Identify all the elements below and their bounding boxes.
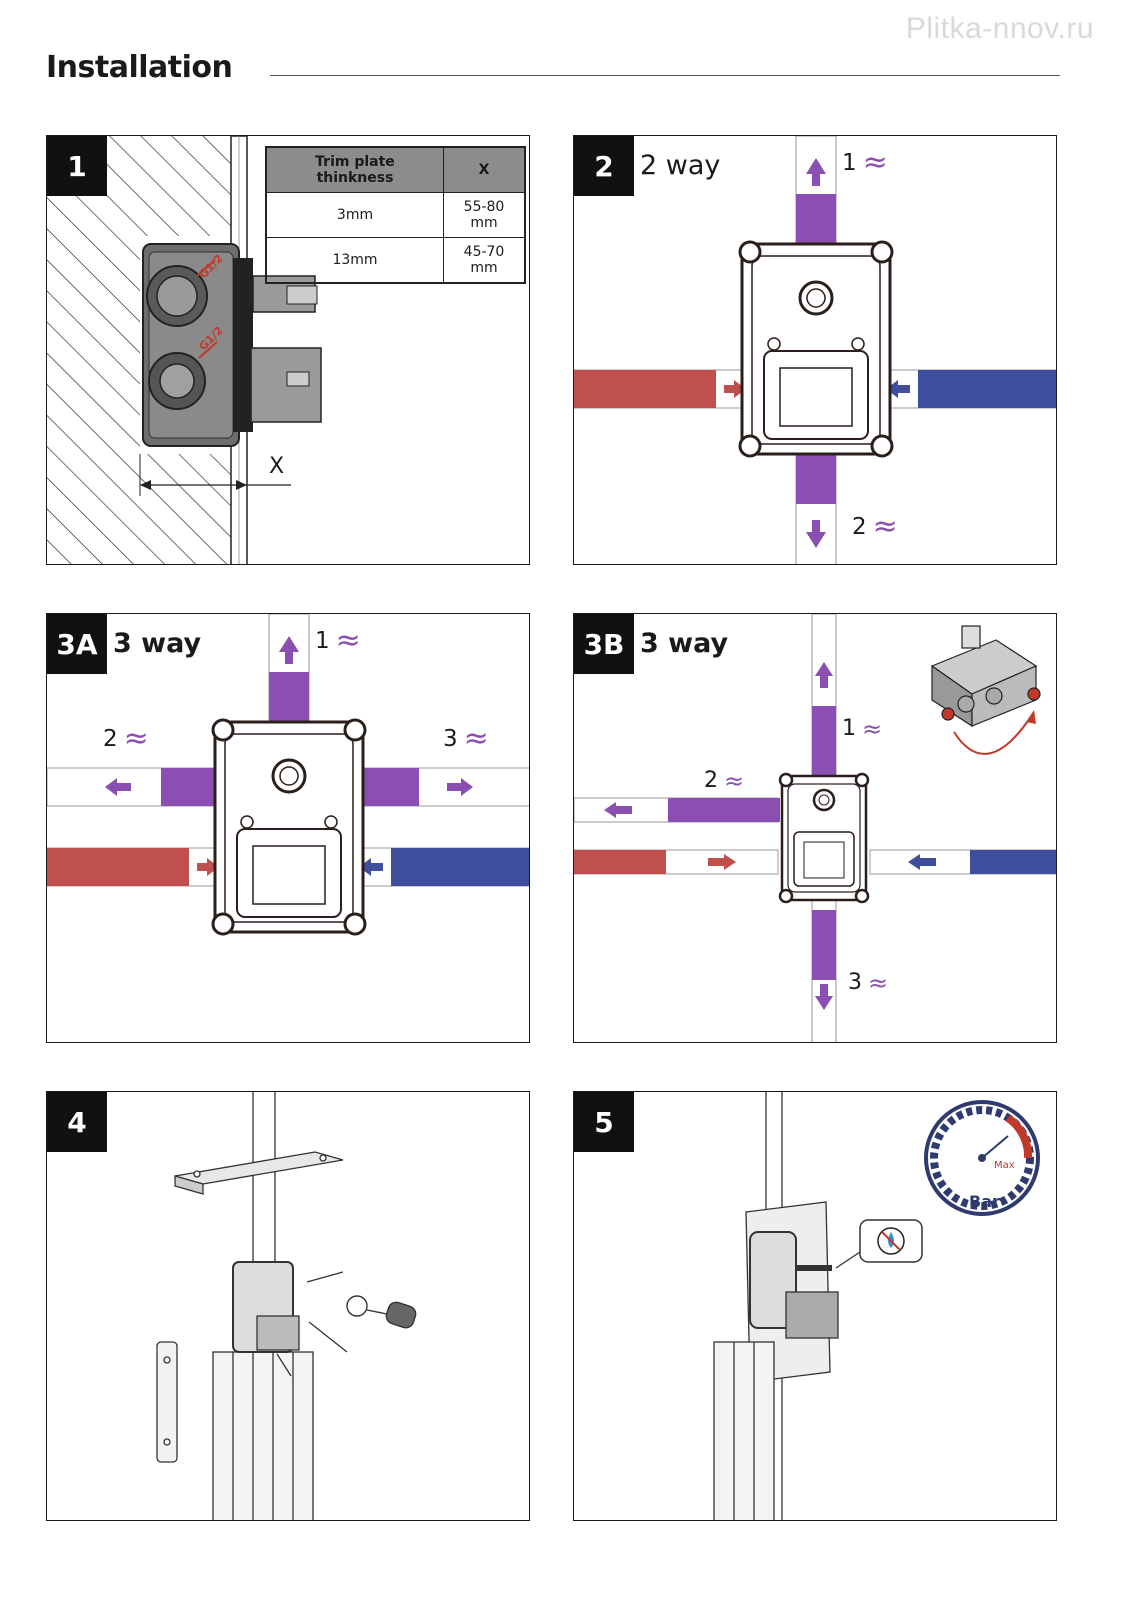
iso-valve-icon <box>930 625 1041 728</box>
valve-body-icon <box>778 772 870 904</box>
flow-arrow-icon <box>815 984 833 1010</box>
step-number: 3A <box>47 614 107 674</box>
flow-arrow-icon <box>604 802 632 818</box>
outlet-label: 1≈ <box>315 626 361 656</box>
step-number: 1 <box>47 136 107 196</box>
flow-symbol: ≈ <box>463 721 489 756</box>
step-5-panel: Max Bar 5 <box>573 1091 1057 1521</box>
outlet-number: 2 <box>704 768 718 793</box>
flow-arrow-icon <box>806 158 826 186</box>
outlet-number: 2 <box>852 514 867 540</box>
step-3b-panel: 3B 3 way 1≈ 2≈ 3≈ <box>573 613 1057 1043</box>
step-4-panel: 4 <box>46 1091 530 1521</box>
flow-symbol: ≈ <box>335 623 361 658</box>
flow-symbol: ≈ <box>862 714 883 743</box>
outlet-number: 2 <box>103 726 118 752</box>
outlet-number: 3 <box>443 726 458 752</box>
panel-title: 2 way <box>640 150 721 181</box>
flow-arrow-icon <box>815 662 833 688</box>
outlet-label: 3≈ <box>848 970 888 995</box>
valve-body-icon <box>738 240 894 458</box>
three-way-b-diagram <box>574 614 1056 1042</box>
title-rule <box>270 75 1060 76</box>
flow-arrow-icon <box>724 380 746 398</box>
flow-arrow-icon <box>279 636 299 664</box>
step-number: 4 <box>47 1092 107 1152</box>
outlet-label: 2≈ <box>704 768 744 793</box>
page-title: Installation <box>46 50 233 85</box>
outlet-number: 1 <box>842 150 857 176</box>
table-cell: 13mm <box>265 237 444 284</box>
no-water-icon <box>859 1219 923 1263</box>
two-way-diagram <box>574 136 1056 564</box>
table-cell: 55-80 mm <box>443 192 526 238</box>
outlet-number: 1 <box>842 716 856 741</box>
outlet-number: 3 <box>848 970 862 995</box>
flow-symbol: ≈ <box>868 968 889 997</box>
flow-symbol: ≈ <box>724 766 745 795</box>
screwdriver-icon <box>346 1295 417 1329</box>
flow-arrow-icon <box>447 778 473 796</box>
flow-arrow-icon <box>197 858 219 876</box>
table-header: X <box>443 146 526 193</box>
pressure-test-drawing <box>713 1092 1040 1520</box>
flow-arrow-icon <box>359 858 383 876</box>
valve-body-icon <box>211 718 367 936</box>
flow-symbol: ≈ <box>123 721 149 756</box>
outlet-label: 1≈ <box>842 716 882 741</box>
pressure-gauge-icon <box>924 1100 1040 1216</box>
table-header: Trim plate thinkness <box>265 146 444 193</box>
step-number: 3B <box>574 614 634 674</box>
dimension-label: X <box>269 454 285 479</box>
outlet-number: 1 <box>315 628 330 654</box>
step-number: 5 <box>574 1092 634 1152</box>
valve-body-icon <box>142 243 322 447</box>
flow-arrow-icon <box>105 778 131 796</box>
flow-symbol: ≈ <box>862 145 888 180</box>
outlet-label: 2≈ <box>852 512 898 542</box>
panel-title: 3 way <box>113 628 202 659</box>
gauge-unit-label: Bar <box>969 1192 1000 1211</box>
flow-symbol: ≈ <box>872 509 898 544</box>
step-3a-panel: 3A 3 way 1≈ 2≈ 3≈ <box>46 613 530 1043</box>
watermark: Plitka-nnov.ru <box>905 12 1094 45</box>
outlet-label: 3≈ <box>443 724 489 754</box>
trim-plate-table: Trim plate thinkness X 3mm 55-80 mm 13mm… <box>265 146 526 284</box>
mounting-drawing <box>156 1092 417 1520</box>
flow-arrow-icon <box>806 520 826 548</box>
flow-arrow-icon <box>886 380 910 398</box>
wall-section-drawing <box>47 136 322 564</box>
three-way-a-diagram <box>47 614 529 936</box>
flow-arrow-icon <box>708 854 736 870</box>
table-row: 13mm 45-70 mm <box>265 237 526 284</box>
outlet-label: 1≈ <box>842 148 888 178</box>
flow-arrow-icon <box>908 854 936 870</box>
outlet-label: 2≈ <box>103 724 149 754</box>
step-number: 2 <box>574 136 634 196</box>
step-2-panel: 2 2 way 1≈ 2≈ <box>573 135 1057 565</box>
step-1-panel: 1 Trim plate thinkness X 3mm 55-80 mm 13… <box>46 135 530 565</box>
table-cell: 45-70 mm <box>443 237 526 284</box>
table-row: 3mm 55-80 mm <box>265 192 526 238</box>
gauge-max-label: Max <box>994 1160 1015 1171</box>
panel-title: 3 way <box>640 628 729 659</box>
table-cell: 3mm <box>265 192 444 238</box>
